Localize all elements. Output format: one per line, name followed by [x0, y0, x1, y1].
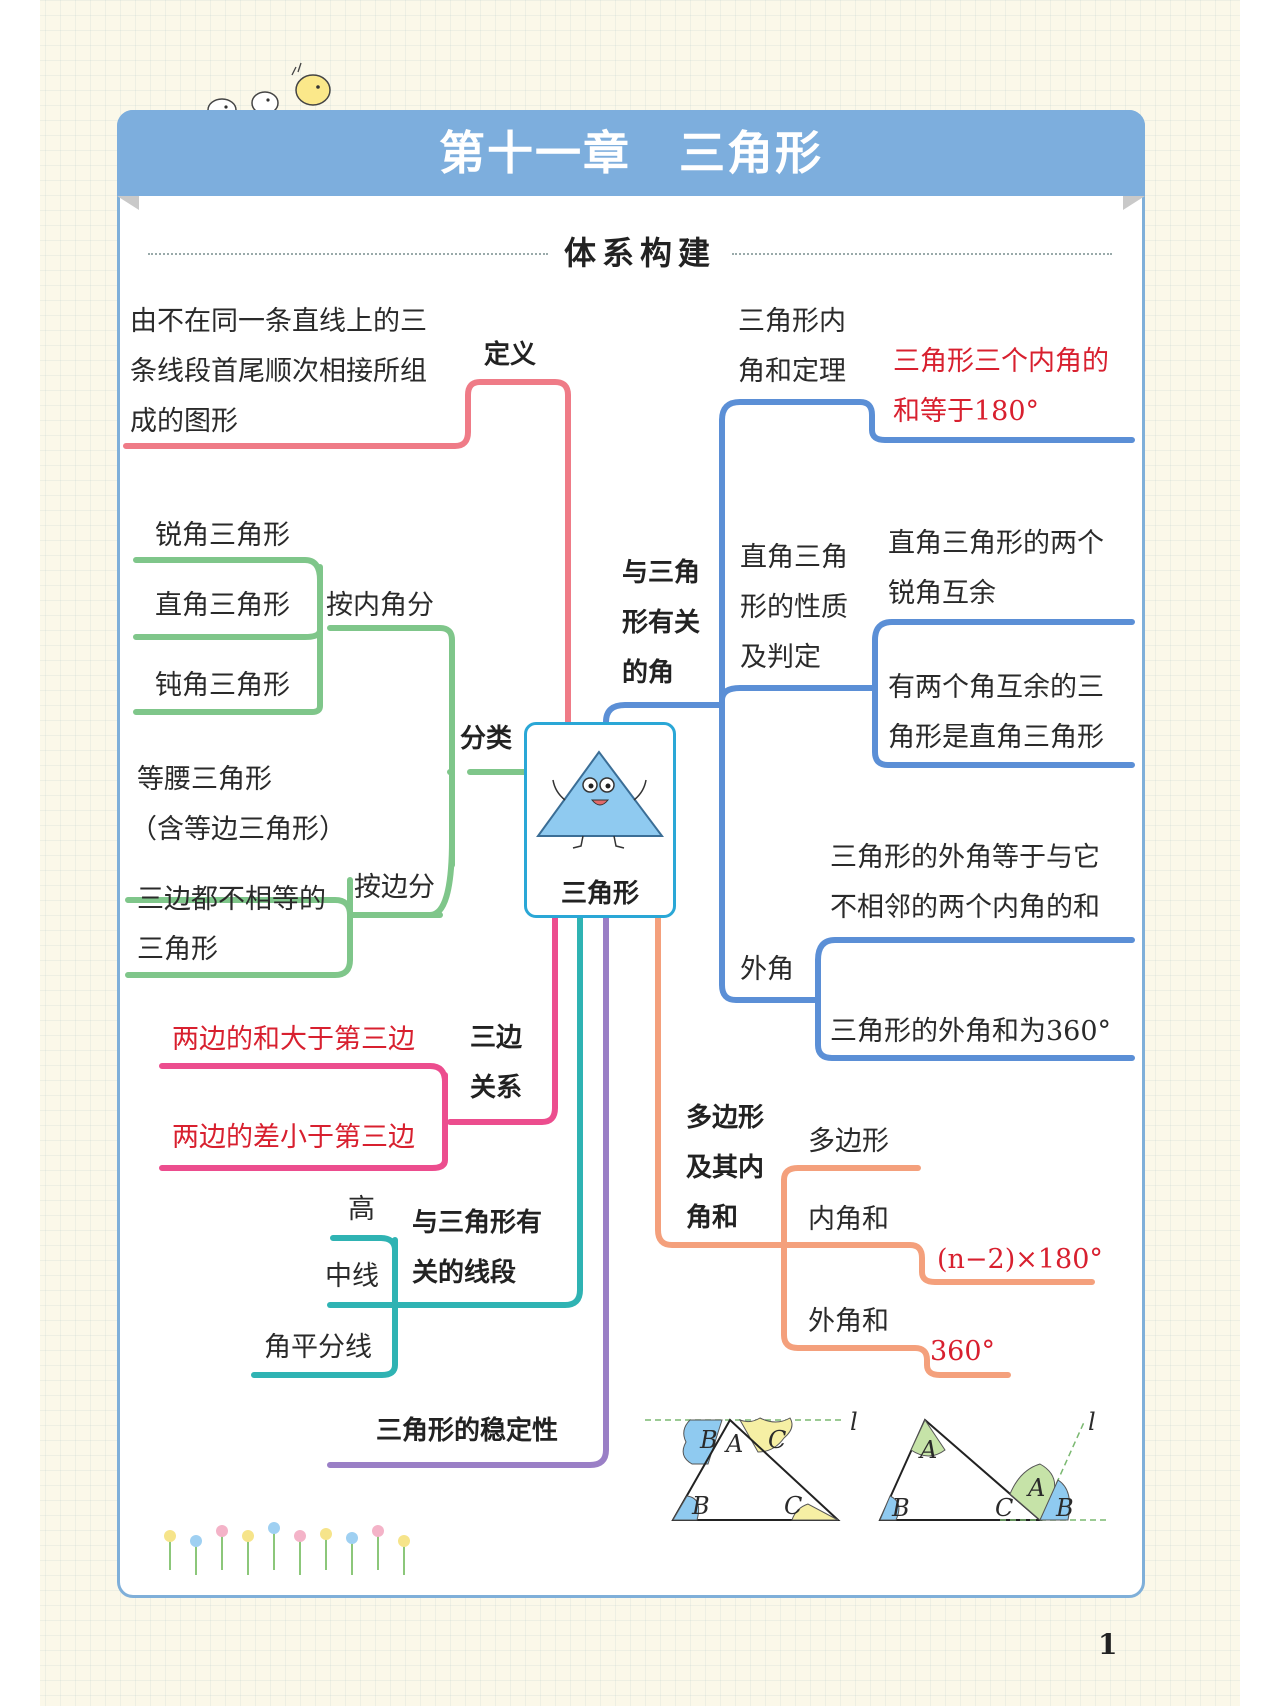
polygon-item: 多边形 [808, 1126, 889, 1157]
interior-sum-formula: (n−2)×180° [937, 1244, 1103, 1275]
right-triangle-label-1: 直角三角 [740, 542, 848, 573]
exterior-sum-label: 外角和 [808, 1306, 889, 1337]
polygon-label-3: 角和 [686, 1203, 739, 1233]
right-triangle-criterion-1: 有两个角互余的三 [888, 672, 1104, 703]
fig1-label-b: B [692, 1492, 710, 1520]
center-label: 三角形 [560, 879, 639, 909]
fig2-label-a: A [920, 1436, 938, 1464]
page-margin-left [0, 0, 40, 1706]
right-triangle-property-1: 直角三角形的两个 [888, 528, 1104, 559]
by-angle-label: 按内角分 [326, 590, 434, 621]
isosceles-triangle: 等腰三角形 [137, 764, 272, 795]
interior-theorem-label-1: 三角形内 [738, 306, 846, 337]
title-divider-right [732, 253, 1112, 255]
fig2-label-b: B [892, 1494, 910, 1522]
page-number: 1 [1098, 1628, 1118, 1661]
section-title: 体系构建 [563, 234, 716, 272]
side-relation-label-2: 关系 [470, 1073, 523, 1103]
side-difference-rule: 两边的差小于第三边 [172, 1122, 415, 1153]
side-relation-branch [447, 915, 558, 1125]
by-side-label: 按边分 [354, 872, 435, 903]
exterior-sum: 三角形的外角和为360° [830, 1016, 1112, 1047]
polygon-label-2: 及其内 [686, 1153, 765, 1183]
header-fold-left [117, 196, 139, 210]
exterior-sum-value: 360° [930, 1336, 996, 1367]
altitude-label: 高 [348, 1194, 375, 1225]
definition-line-3: 成的图形 [130, 406, 238, 437]
right-triangle-property-2: 锐角互余 [888, 578, 996, 609]
definition-label: 定义 [484, 340, 537, 370]
stability-branch [327, 915, 609, 1468]
median-label: 中线 [325, 1261, 379, 1292]
fig2-label-c: C [995, 1494, 1014, 1522]
acute-triangle: 锐角三角形 [155, 520, 290, 551]
right-triangle: 直角三角形 [155, 590, 290, 621]
right-triangle-criterion-2: 角形是直角三角形 [888, 722, 1104, 753]
segments-branch [392, 915, 583, 1308]
scalene-line-1: 三边都不相等的 [137, 884, 326, 915]
angles-branch [603, 702, 725, 725]
angles-label-1: 与三角 [622, 558, 701, 588]
fig2-line-label: l [1088, 1408, 1096, 1436]
segments-label-2: 关的线段 [412, 1258, 517, 1288]
polygon-label-1: 多边形 [686, 1103, 765, 1133]
chapter-title: 第十一章 三角形 [439, 126, 823, 180]
fig1-label-c: C [784, 1492, 803, 1520]
right-triangle-label-3: 及判定 [740, 642, 821, 673]
obtuse-triangle: 钝角三角形 [155, 670, 290, 701]
definition-line-1: 由不在同一条直线上的三 [130, 306, 427, 337]
classification-label: 分类 [460, 724, 513, 754]
side-relation-label-1: 三边 [470, 1023, 523, 1053]
angles-label-3: 的角 [622, 658, 675, 688]
header-fold-right [1123, 196, 1145, 210]
fig2-label-b-ext: B [1056, 1494, 1074, 1522]
right-triangle-label-2: 形的性质 [740, 592, 848, 623]
page-margin-right [1240, 0, 1280, 1706]
fig1-label-a: A [726, 1430, 744, 1458]
exterior-property-1: 三角形的外角等于与它 [830, 842, 1100, 873]
angle-bisector-label: 角平分线 [264, 1332, 372, 1363]
interior-theorem-label-2: 角和定理 [738, 356, 846, 387]
fig1-label-c-top: C [768, 1426, 787, 1454]
interior-theorem-line-2: 和等于180° [893, 396, 1040, 427]
exterior-property-2: 不相邻的两个内角的和 [830, 892, 1100, 923]
title-divider-left [148, 253, 548, 255]
interior-sum-label: 内角和 [808, 1204, 889, 1235]
definition-branch [123, 379, 571, 733]
exterior-angle-label: 外角 [740, 954, 794, 985]
fig2-label-a-ext: A [1028, 1474, 1046, 1502]
stability-label: 三角形的稳定性 [376, 1416, 559, 1446]
fig1-label-b-top: B [700, 1426, 718, 1454]
polygon-branch [655, 915, 787, 1248]
fig1-line-label: l [850, 1408, 858, 1436]
angles-label-2: 形有关 [622, 608, 701, 638]
interior-theorem-line-1: 三角形三个内角的 [893, 346, 1109, 377]
scalene-line-2: 三角形 [137, 934, 218, 965]
chapter-header [117, 110, 1145, 196]
figure-2 [878, 1418, 1110, 1521]
figure-1 [645, 1417, 845, 1521]
equilateral-note: （含等边三角形） [130, 814, 346, 845]
definition-line-2: 条线段首尾顺次相接所组 [130, 356, 427, 387]
side-sum-rule: 两边的和大于第三边 [172, 1024, 415, 1055]
segments-label-1: 与三角形有 [412, 1208, 543, 1238]
